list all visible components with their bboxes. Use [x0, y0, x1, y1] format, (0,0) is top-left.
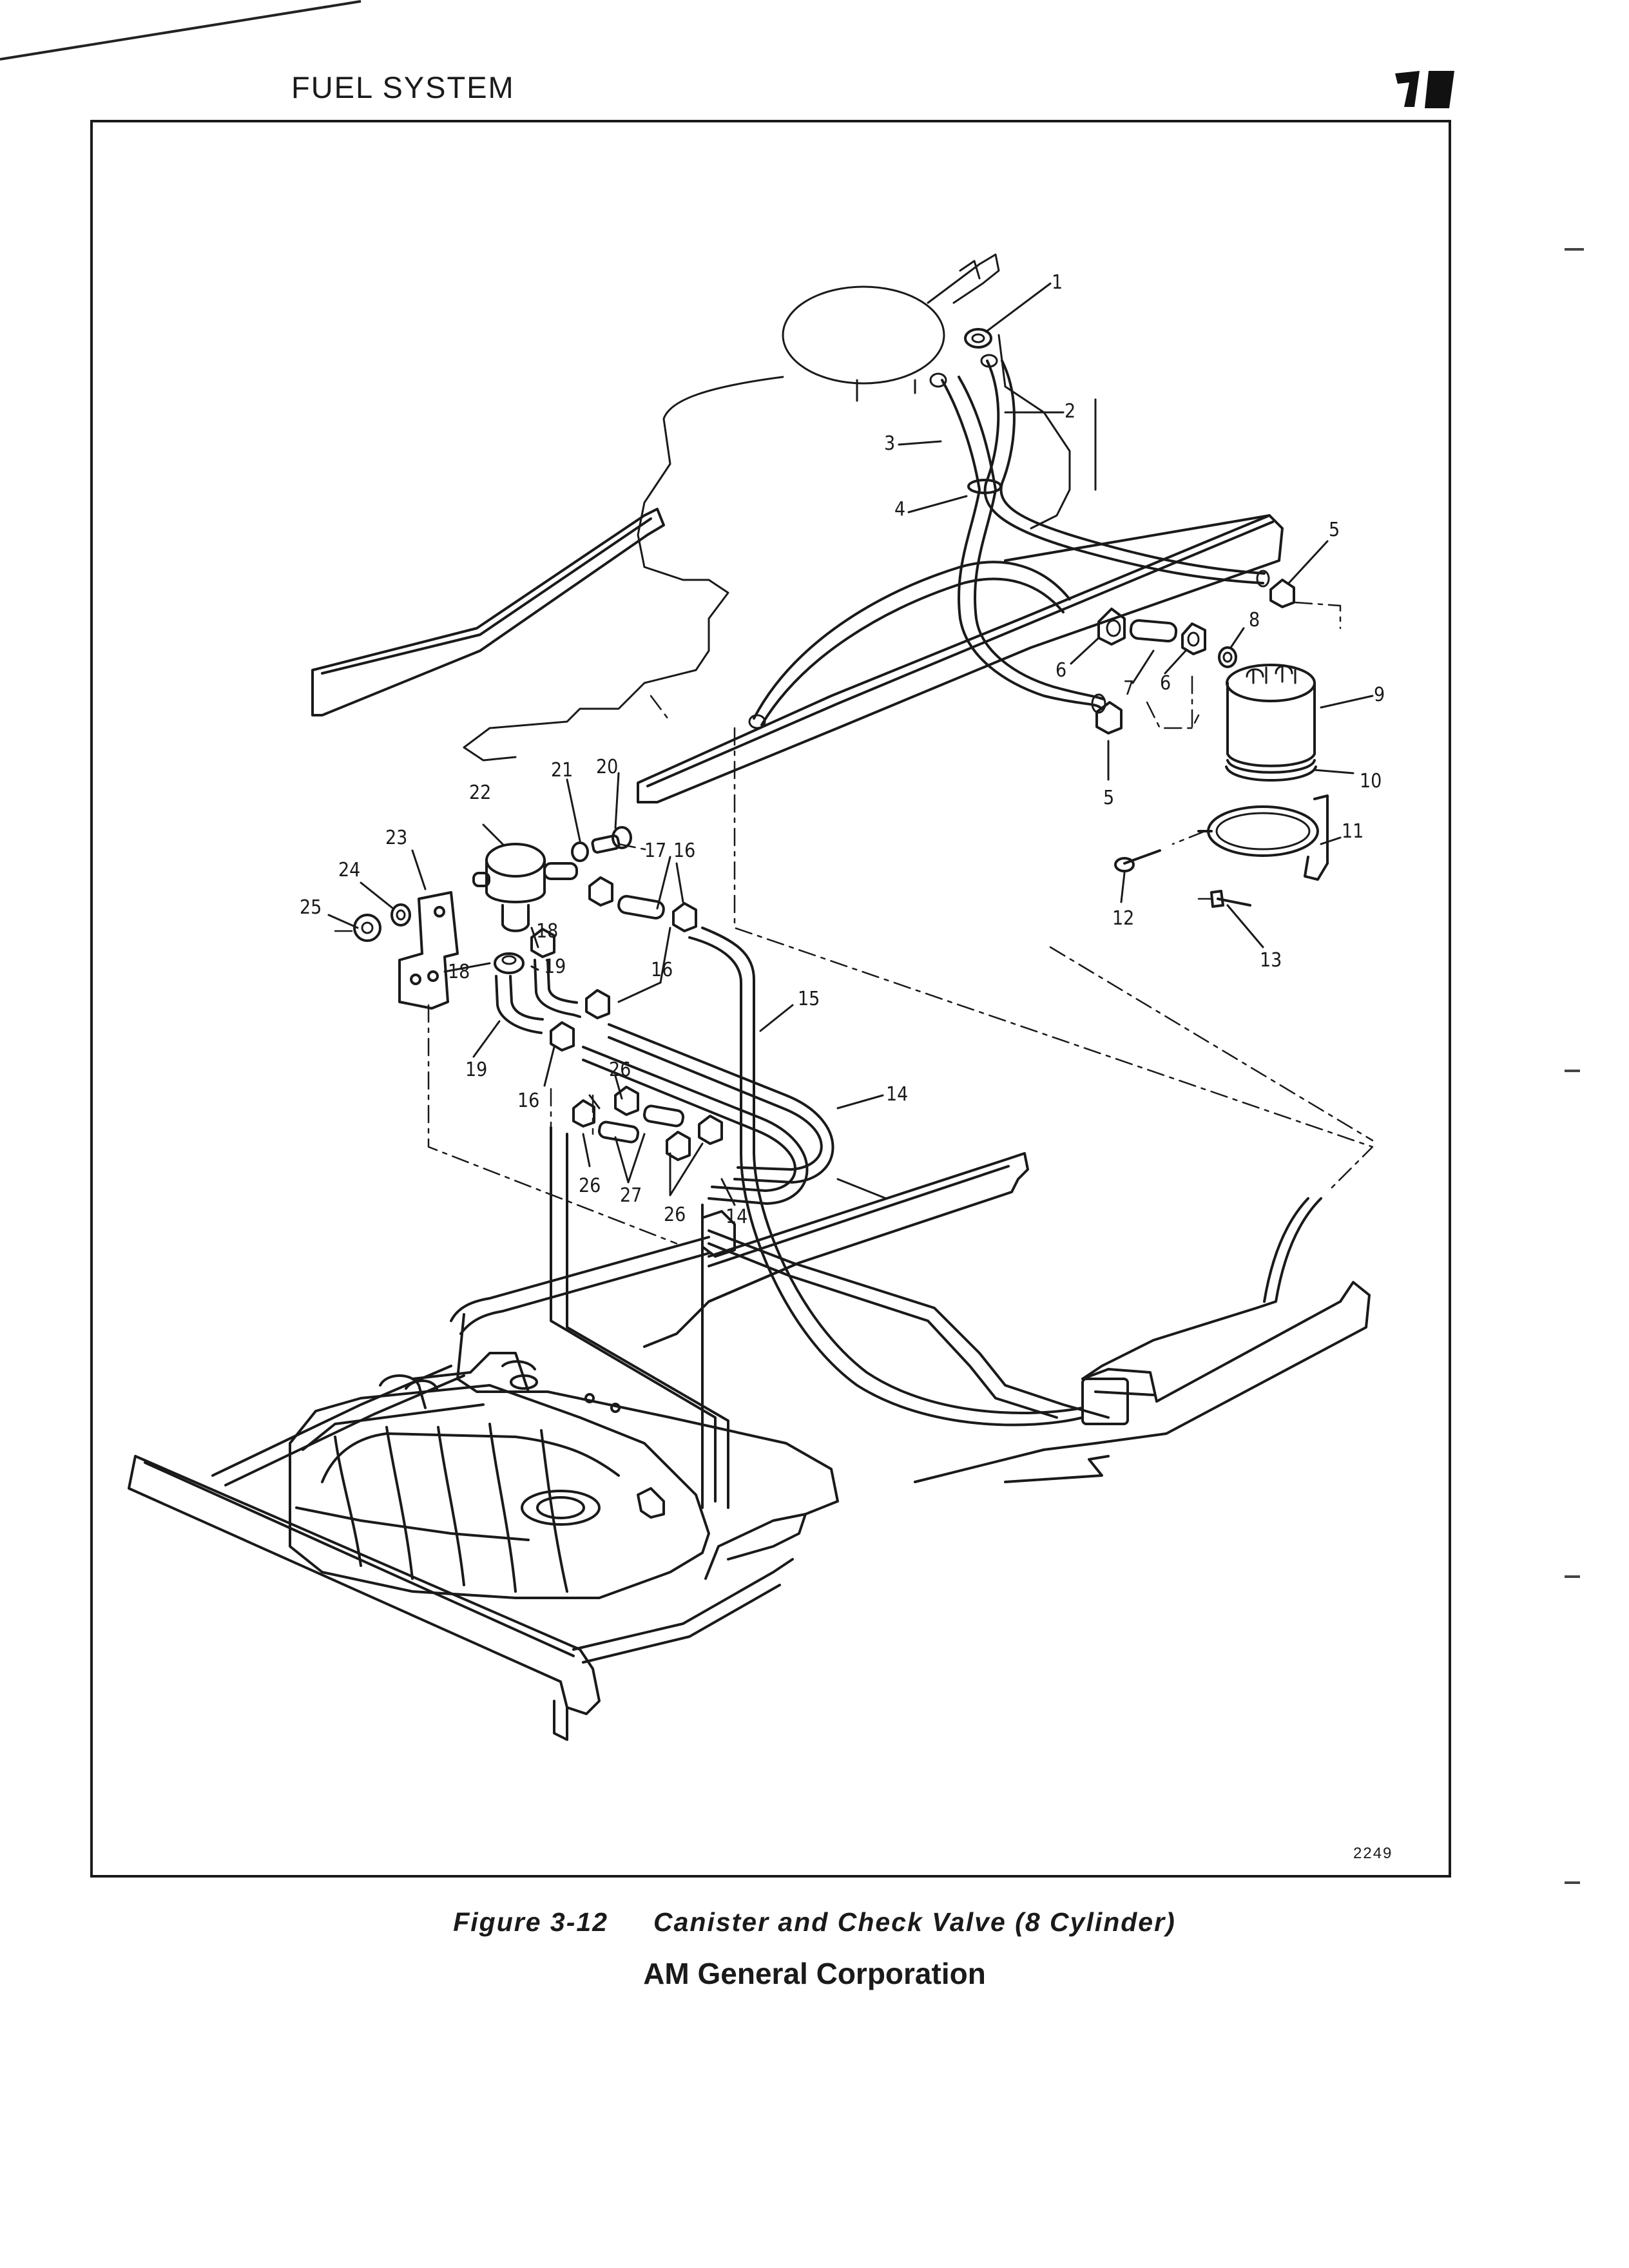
scan-artifact-line [0, 0, 361, 61]
callout-number: 16 [517, 1090, 539, 1112]
callout-number: 26 [664, 1204, 686, 1226]
callout-number: 26 [579, 1175, 601, 1197]
figure-caption-text: Canister and Check Valve (8 Cylinder) [653, 1907, 1176, 1937]
callout-number: 6 [1160, 672, 1171, 695]
lower-frame-and-tank [128, 1126, 1371, 1741]
callout-number: 9 [1374, 684, 1385, 706]
callout-number: 7 [1123, 677, 1134, 700]
upper-frame-rails [311, 508, 1284, 803]
callout-number: 3 [884, 432, 895, 455]
figure-frame [90, 120, 1451, 1878]
callout-leaders [327, 282, 1374, 1206]
callout-number: 18 [448, 961, 470, 983]
callout-number: 19 [544, 956, 566, 978]
callout-number: 11 [1342, 820, 1364, 843]
hose-loops [572, 927, 1084, 1427]
callout-number: 19 [465, 1059, 487, 1081]
callout-number: 21 [551, 759, 573, 782]
callout-number: 2 [1065, 400, 1075, 423]
figure-caption-number: Figure 3-12 [453, 1907, 608, 1937]
publisher-logo-mark [1395, 71, 1454, 108]
callout-number: 23 [385, 827, 407, 849]
callout-number: 17 [644, 840, 666, 862]
figure-reference-number: 2249 [1353, 1845, 1393, 1862]
callout-number: 15 [798, 988, 820, 1010]
callout-number: 6 [1055, 659, 1066, 682]
callout-number: 5 [1103, 787, 1114, 809]
callout-number: 16 [673, 840, 695, 862]
callout-number: 10 [1360, 770, 1382, 793]
check-valve-assembly [353, 826, 697, 1052]
callout-number: 18 [536, 920, 558, 943]
callout-number: 1 [1052, 271, 1063, 294]
callout-number: 13 [1260, 949, 1282, 972]
callout-number: 4 [894, 498, 905, 521]
margin-tick [1565, 248, 1584, 251]
company-name: AM General Corporation [643, 1957, 986, 1990]
vent-hoses [748, 328, 1270, 729]
margin-tick [1565, 1070, 1580, 1072]
callout-number: 20 [596, 756, 618, 778]
callout-number: 14 [726, 1206, 747, 1228]
section-title: FUEL SYSTEM [291, 70, 515, 104]
canister-assembly [1095, 579, 1329, 908]
alignment-lines [334, 601, 1374, 1245]
callout-labels: 1 2 3 4 5 5 6 6 7 8 9 10 11 12 13 14 14 … [300, 271, 1385, 1228]
callout-number: 24 [338, 859, 360, 881]
callout-number: 26 [609, 1059, 631, 1081]
margin-tick [1565, 1575, 1580, 1578]
callout-number: 5 [1329, 519, 1340, 541]
figure-caption: Figure 3-12 Canister and Check Valve (8 C… [0, 1907, 1629, 1937]
callout-number: 12 [1112, 907, 1134, 930]
callout-number: 14 [886, 1083, 908, 1106]
callout-number: 25 [300, 896, 322, 919]
margin-tick [1565, 1881, 1580, 1884]
engine-outline [463, 253, 1097, 762]
callout-number: 22 [469, 782, 491, 804]
callout-number: 16 [651, 959, 673, 981]
callout-number: 27 [620, 1184, 642, 1207]
callout-number: 8 [1249, 609, 1260, 631]
